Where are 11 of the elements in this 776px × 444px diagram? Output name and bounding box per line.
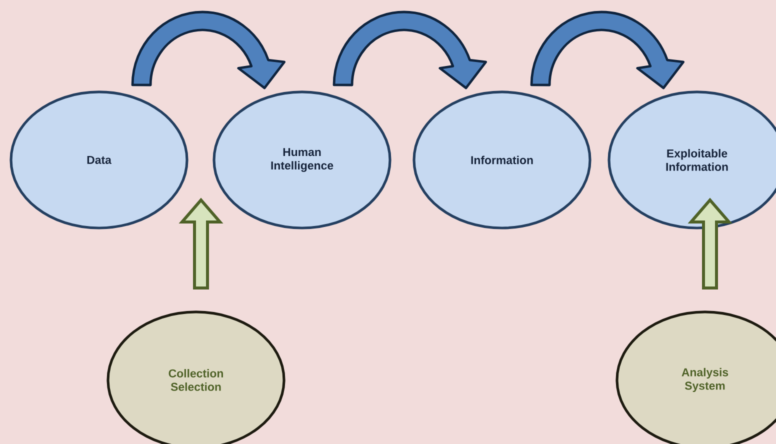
input-oval: Collection Selection [106, 310, 286, 444]
concept-oval: Human Intelligence [212, 90, 392, 230]
up-arrow [178, 198, 224, 290]
curved-arrow [332, 10, 487, 90]
input-oval: Analysis System [616, 310, 776, 444]
concept-oval: Information [412, 90, 592, 230]
concept-oval: Exploitable Information [608, 90, 776, 230]
concept-oval: Data [10, 90, 188, 230]
curved-arrow [131, 10, 286, 90]
curved-arrow [530, 10, 684, 90]
up-arrow [688, 198, 732, 290]
